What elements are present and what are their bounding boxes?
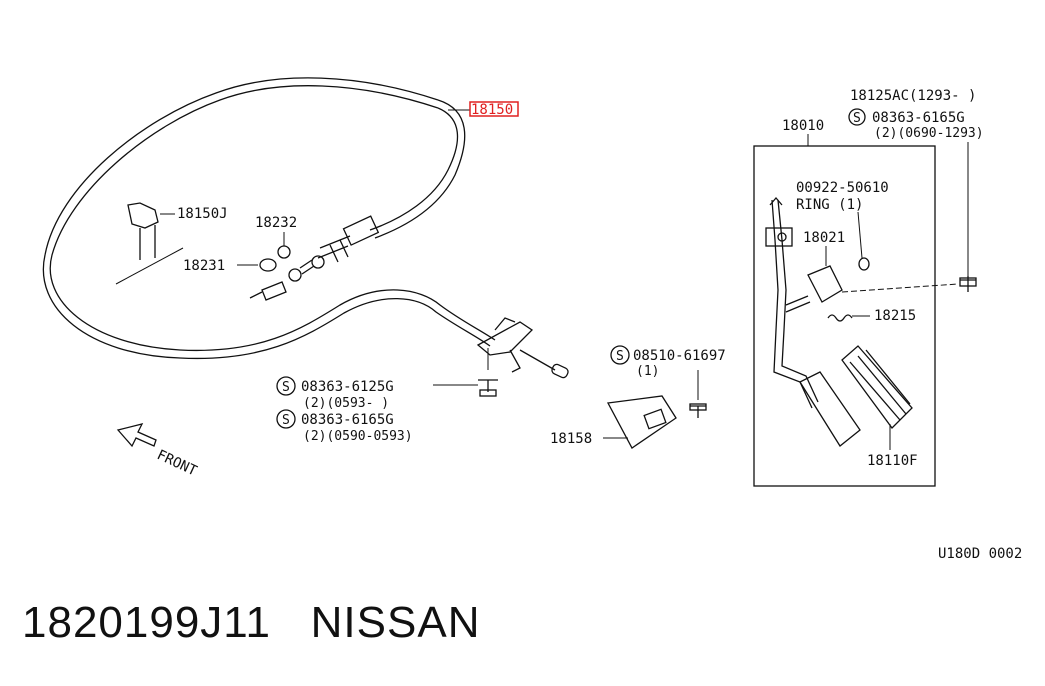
- ring-part-number: 00922-50610: [796, 180, 889, 196]
- front-label: FRONT: [154, 447, 199, 480]
- part-number-18215: 18215: [874, 308, 916, 324]
- front-arrow: FRONT: [116, 423, 200, 480]
- pedal-assembly: 18010 00922-50610 RING (1) 18021 18215 1…: [753, 118, 959, 487]
- part-number-08510-61697-text: 08510-61697: [633, 348, 726, 364]
- cable-bracket: [476, 317, 569, 379]
- part-number-18110F: 18110F: [867, 453, 918, 469]
- part-number-18150J: 18150J: [177, 206, 228, 222]
- pedal-bolt-qty: (2)(0690-1293): [874, 126, 984, 141]
- bolt-a-qty: (2)(0593- ): [303, 396, 389, 411]
- part-number-18158: 18158: [550, 431, 592, 447]
- highlighted-part-callout[interactable]: 18150: [448, 101, 519, 118]
- stopper-18158: 18158: [550, 395, 677, 449]
- part-number-18232: 18232: [255, 215, 297, 231]
- bolt-08363-6125G: S 08363-6125G (2)(0593- ): [276, 348, 498, 411]
- bolt-08363-6165G-a: S 08363-6165G (2)(0590-0593): [276, 409, 413, 444]
- accelerator-cable: [42, 77, 496, 360]
- part-number-18021: 18021: [803, 230, 845, 246]
- screw-qty: (1): [636, 364, 659, 379]
- grommet-18232: 18232: [255, 215, 297, 259]
- part-number-18125AC: 18125AC(1293- ): [850, 88, 976, 104]
- clip-18150J: 18150J: [115, 202, 228, 285]
- pedal-bolt-s-mark: S: [853, 111, 861, 126]
- diagram-id: U180D 0002: [938, 546, 1022, 562]
- grommet-18231: 18231: [183, 258, 302, 301]
- screw-08510-61697: S 08510-61697 (1): [610, 345, 726, 418]
- part-number-18010: 18010: [782, 118, 824, 134]
- part-caption: 1820199J11 NISSAN: [22, 598, 481, 647]
- pedal-assembly-alt-callout: 18125AC(1293- ) S 08363-6165G (2)(0690-1…: [848, 88, 984, 292]
- pedal-bolt-part-number: 08363-6165G: [872, 110, 965, 126]
- screw-s-mark: S: [616, 349, 624, 364]
- part-number-18150: 18150: [471, 102, 513, 118]
- part-number-18231: 18231: [183, 258, 225, 274]
- bolt-b-qty: (2)(0590-0593): [303, 429, 413, 444]
- part-number-08363-6165G: 08363-6165G: [301, 412, 394, 428]
- bolt-a-s-mark: S: [282, 380, 290, 395]
- part-number-08363-6125G: 08363-6125G: [301, 379, 394, 395]
- bolt-b-s-mark: S: [282, 413, 290, 428]
- ring-label: RING (1): [796, 197, 863, 213]
